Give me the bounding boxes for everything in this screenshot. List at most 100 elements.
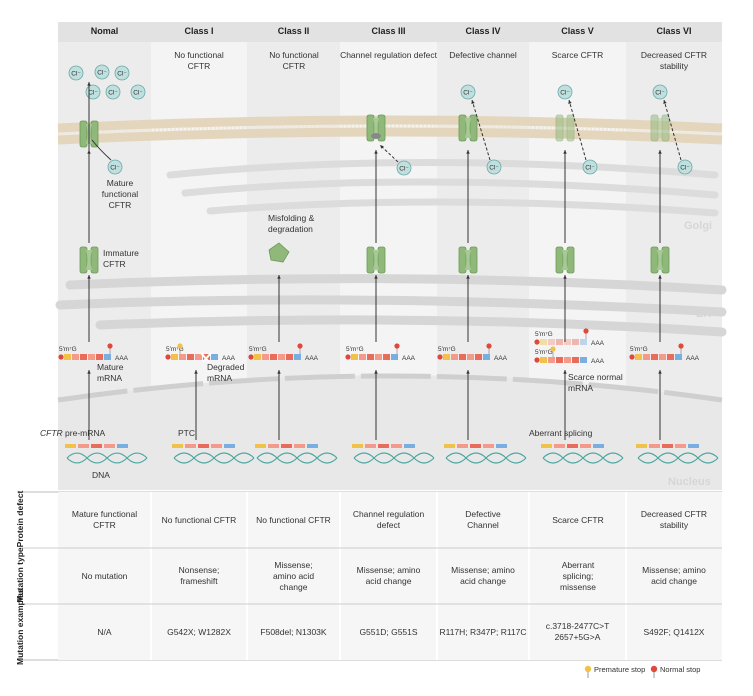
svg-text:5'm⁷G: 5'm⁷G	[630, 346, 648, 353]
dna-helix-icon	[636, 444, 719, 464]
mature-cftr-icon	[79, 120, 99, 148]
transcription-arrow	[374, 370, 378, 440]
chloride-ion-icon: Cl⁻	[114, 65, 130, 81]
mutation-type-class-vi: Missense; amino acid change	[642, 565, 706, 586]
trafficking-arrow	[374, 150, 378, 243]
immature-cftr-icon	[650, 246, 670, 274]
subtitle-class-v: Scarce CFTR	[551, 50, 604, 60]
scarce-normal-mrna-strand: 5'm⁷G AAA	[534, 346, 605, 365]
chloride-ion-icon: Cl⁻	[68, 65, 84, 81]
mutation-examples-class-i: G542X; W1282X	[167, 626, 231, 637]
immature-cftr-icon	[458, 246, 478, 274]
svg-text:Cl⁻: Cl⁻	[117, 71, 127, 78]
immature-cftr-icon	[366, 246, 386, 274]
mutation-type-class-iii: Missense; amino acid change	[356, 565, 421, 586]
mutation-examples-class-iii: G551D; G551S	[359, 626, 418, 637]
dna-helix-icon	[541, 444, 624, 464]
column-header-class-vi: Class VI	[656, 26, 692, 36]
mutation-type-class-i: Nonsense; frameshift	[178, 565, 220, 586]
reduced-flow-arrow	[663, 99, 682, 161]
misfolded-protein-icon	[268, 242, 290, 263]
mutation-examples-class-v: c.3718-2477C>T 2657+5G>A	[545, 621, 610, 642]
svg-text:5'm⁷G: 5'm⁷G	[535, 349, 553, 356]
svg-text:Cl⁻: Cl⁻	[560, 90, 570, 97]
cftr-channel-icon	[366, 114, 386, 142]
svg-text:Cl⁻: Cl⁻	[463, 90, 473, 97]
dna-helix-icon	[65, 444, 148, 464]
chloride-ion-icon: Cl⁻	[460, 84, 476, 100]
mutation-examples-class-ii: F508del; N1303K	[260, 626, 327, 637]
column-header-class-v: Class V	[561, 26, 594, 36]
transcription-arrow	[658, 370, 662, 440]
svg-text:Cl⁻: Cl⁻	[680, 165, 690, 172]
dna-helix-icon	[352, 444, 435, 464]
ptc-label: PTC	[178, 428, 195, 438]
protein-defect-class-i: No functional CFTR	[161, 514, 237, 525]
golgi-label: Golgi	[684, 220, 713, 232]
dna-helix-icon	[444, 444, 527, 464]
svg-text:AAA: AAA	[494, 355, 508, 362]
svg-text:AAA: AAA	[591, 358, 605, 365]
svg-text:Cl⁻: Cl⁻	[110, 165, 120, 172]
protein-defect-normal: Mature functional CFTR	[71, 509, 138, 530]
svg-text:Cl⁻: Cl⁻	[585, 165, 595, 172]
svg-text:Cl⁻: Cl⁻	[399, 166, 409, 173]
flow-path	[91, 139, 112, 161]
mature-functional-cftr-label: Mature functional CFTR	[101, 178, 139, 210]
subtitle-class-iii: Channel regulation defect	[340, 50, 437, 60]
svg-text:Cl⁻: Cl⁻	[108, 90, 118, 97]
svg-text:5'm⁷G: 5'm⁷G	[346, 346, 364, 353]
svg-text:Cl⁻: Cl⁻	[655, 90, 665, 97]
svg-text:AAA: AAA	[115, 355, 129, 362]
degraded-mrna-label: Degraded mRNA	[207, 362, 245, 383]
pre-mrna-label: CFTR pre-mRNA	[40, 428, 140, 439]
mutation-examples-normal: N/A	[97, 626, 112, 637]
chloride-ion-icon: Cl⁻	[130, 84, 146, 100]
svg-text:Cl⁻: Cl⁻	[97, 70, 107, 77]
transcription-arrow	[277, 370, 281, 440]
column-header-class-iii: Class III	[371, 26, 406, 36]
chloride-ion-icon: Cl⁻	[396, 160, 412, 176]
trafficking-arrow	[466, 150, 470, 243]
column-header-class-i: Class I	[184, 26, 214, 36]
translation-arrow	[277, 275, 281, 342]
scarce-normal-mrna-label: Scarce normal mRNA	[568, 372, 623, 393]
svg-text:AAA: AAA	[591, 340, 605, 347]
translation-arrow	[87, 275, 91, 342]
nucleus-label: Nucleus	[668, 476, 711, 488]
protein-defect-class-ii: No functional CFTR	[256, 514, 331, 525]
mutation-examples-class-vi: S492F; Q1412X	[643, 626, 705, 637]
subtitle-class-vi: Decreased CFTR stability	[640, 50, 708, 71]
protein-defect-class-iii: Channel regulation defect	[352, 509, 425, 530]
transcription-arrow	[194, 370, 198, 440]
svg-text:AAA: AAA	[402, 355, 416, 362]
blocked-flow-arrow	[379, 144, 399, 163]
dna-label: DNA	[92, 470, 110, 480]
cftr-gene-name: CFTR	[40, 428, 63, 438]
mutation-type-class-iv: Missense; amino acid change	[451, 565, 515, 586]
er-label: ER	[696, 308, 712, 320]
cftr-channel-icon	[650, 114, 670, 142]
chloride-ion-icon: Cl⁻	[557, 84, 573, 100]
chloride-ion-icon: Cl⁻	[94, 64, 110, 80]
transcription-arrow	[87, 370, 91, 440]
protein-defect-class-v: Scarce CFTR	[552, 514, 604, 525]
immature-cftr-icon	[555, 246, 575, 274]
svg-text:5'm⁷G: 5'm⁷G	[166, 346, 184, 353]
svg-text:Cl⁻: Cl⁻	[71, 71, 81, 78]
svg-text:5'm⁷G: 5'm⁷G	[249, 346, 267, 353]
pre-mrna-text: pre-mRNA	[65, 428, 106, 438]
chloride-ion-icon: Cl⁻	[582, 159, 598, 175]
svg-text:Cl⁻: Cl⁻	[489, 165, 499, 172]
immature-cftr-icon	[79, 246, 99, 274]
misfolding-label: Misfolding & degradation	[268, 213, 315, 234]
legend-premature-stop: Premature stop	[594, 665, 646, 674]
subtitle-class-ii: No functional CFTR	[269, 50, 319, 71]
cftr-channel-icon	[555, 114, 575, 142]
protein-defect-class-iv: Defective Channel	[465, 509, 501, 530]
subtitle-class-iv: Defective channel	[449, 50, 517, 60]
